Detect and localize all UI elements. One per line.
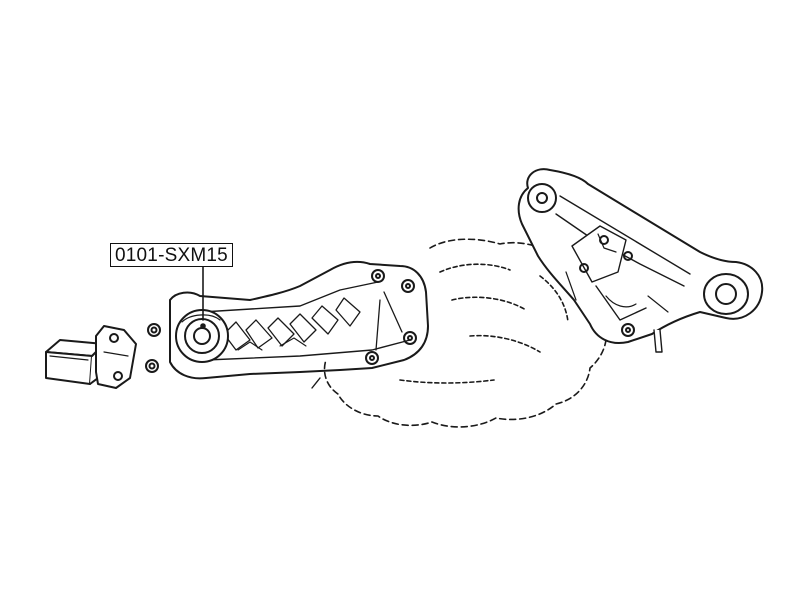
callout-leader <box>200 266 206 329</box>
mount-bolts <box>145 323 161 373</box>
mounting-plate <box>95 325 137 389</box>
engine-mount-bracket <box>169 261 429 380</box>
transmission-outline <box>311 238 608 428</box>
part-number-label: 0101-SXM15 <box>110 243 233 267</box>
rear-crossmember <box>517 168 764 353</box>
